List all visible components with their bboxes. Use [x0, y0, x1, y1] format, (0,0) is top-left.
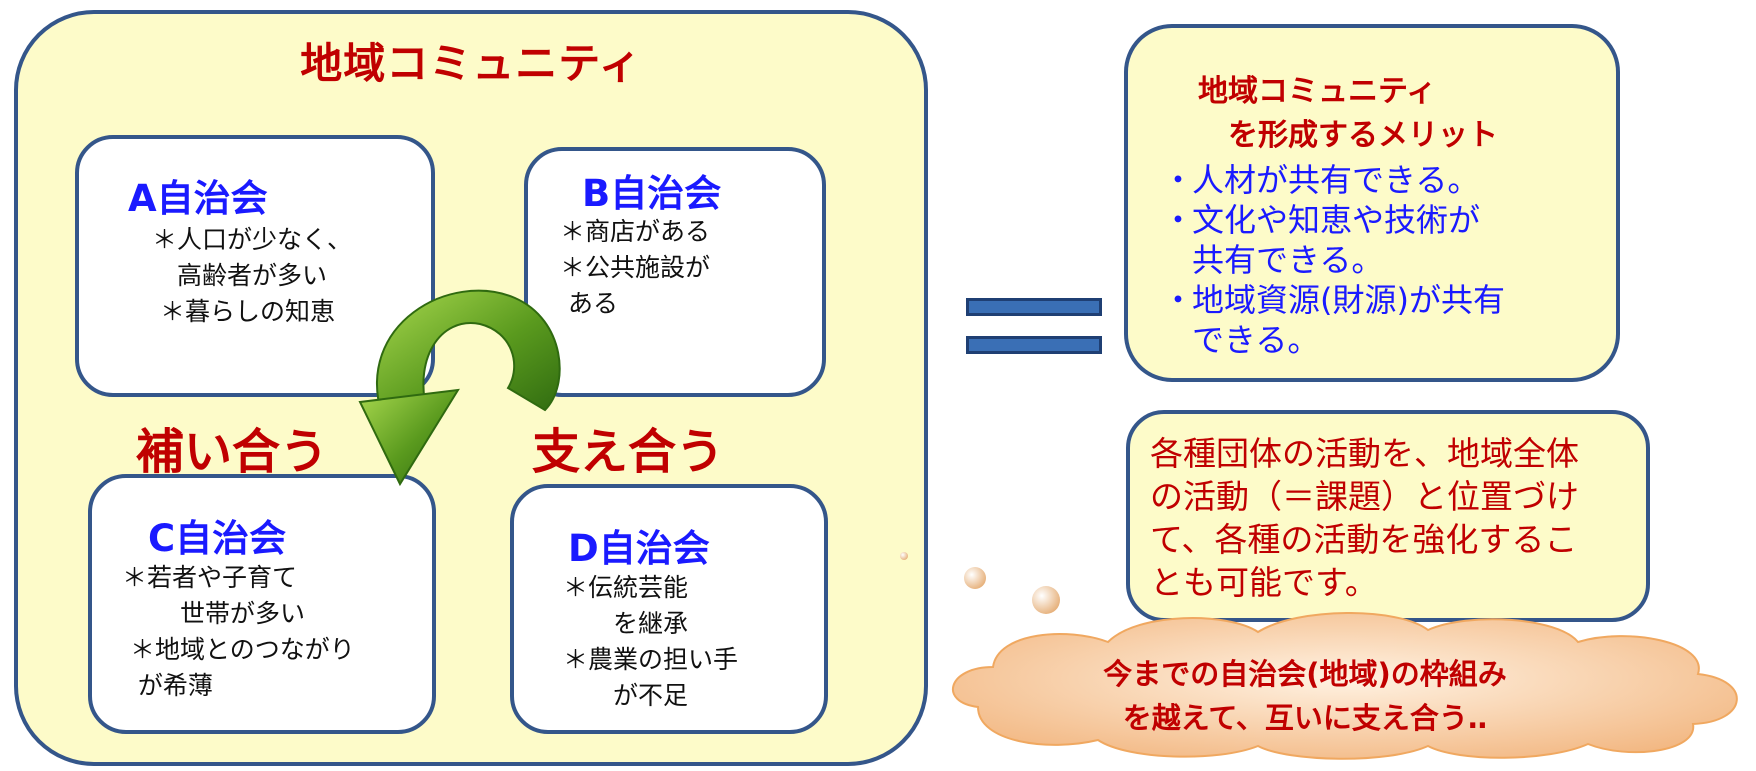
bullet-icon: ・	[1162, 161, 1195, 199]
association-c-box	[88, 474, 436, 734]
association-a-title: A自治会	[128, 177, 268, 220]
community-title: 地域コミュニティ	[300, 39, 642, 88]
cloud-text: 今までの自治会(地域)の枠組み を越えて、互いに支え合う‥	[1103, 657, 1507, 735]
merit-item: ・ 人材が共有できる。	[1162, 161, 1480, 199]
association-b-notes: ＊商店がある ＊公共施設が ある	[560, 217, 711, 318]
equals-sign-bottom-bar	[966, 336, 1102, 354]
merit-list: ・ 人材が共有できる。 ・ 文化や知恵や技術が 共有できる。 ・ 地域資源(財源…	[1162, 160, 1505, 360]
support-label: 支え合う	[532, 424, 725, 480]
cloud-shape	[951, 612, 1738, 760]
bullet-icon: ・	[1162, 281, 1195, 319]
thought-bubbles	[900, 552, 1060, 614]
association-b-title: B自治会	[582, 172, 722, 215]
merit-title: 地域コミュニティ を形成するメリット	[1198, 74, 1498, 153]
association-c-notes: ＊若者や子育て 世帯が多い ＊地域とのつながり が希薄	[122, 563, 355, 700]
association-a-notes: ＊人口が少なく、 高齢者が多い ＊暮らしの知恵	[152, 225, 353, 326]
merit-box	[1124, 24, 1620, 382]
equals-sign-top-bar	[966, 298, 1102, 316]
association-d-box	[510, 484, 828, 734]
complement-label: 補い合う	[136, 424, 329, 480]
merit-item: ・ 文化や知恵や技術が 共有できる。	[1162, 201, 1481, 279]
activity-text: 各種団体の活動を、地域全体 の活動（＝課題）と位置づけ て、各種の活動を強化する…	[1150, 434, 1579, 602]
association-b-box	[524, 147, 826, 397]
association-d-title: D自治会	[568, 527, 710, 570]
association-d-notes: ＊伝統芸能 を継承 ＊農業の担い手 が不足	[563, 573, 739, 710]
bullet-icon: ・	[1162, 201, 1195, 239]
association-c-title: C自治会	[148, 517, 287, 560]
circular-arrow-icon	[358, 289, 561, 487]
association-a-box	[75, 135, 435, 397]
merit-item: ・ 地域資源(財源)が共有 できる。	[1162, 281, 1505, 359]
